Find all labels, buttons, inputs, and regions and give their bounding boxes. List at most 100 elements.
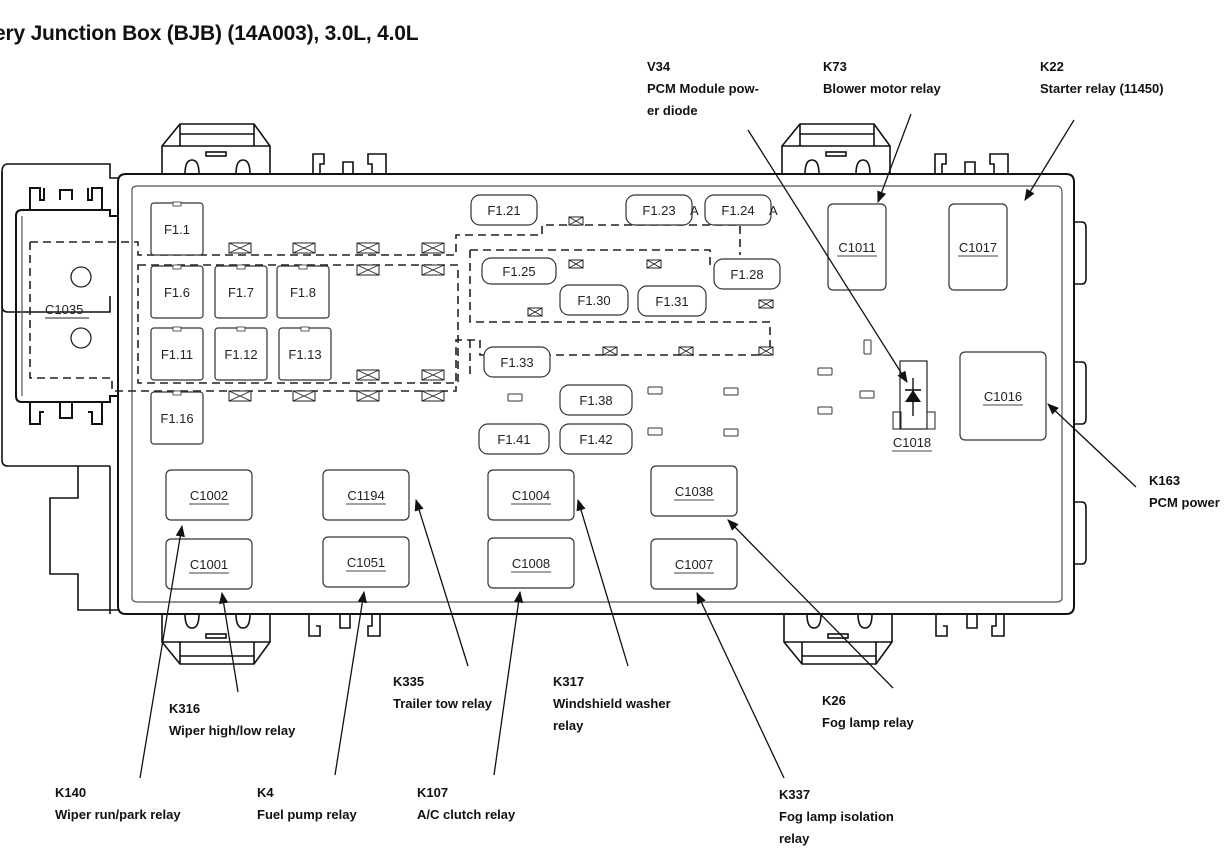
fuse-label: F1.28 [730,267,763,282]
top-clip-left [161,123,271,175]
fuse-f1-23[interactable]: F1.23 [625,194,693,226]
diagram-title: ery Junction Box (BJB) (14A003), 3.0L, 4… [0,22,419,45]
terminal-x-icon [421,264,445,276]
terminal-x-icon [228,390,252,402]
terminal-x-icon [228,242,252,254]
terminal-x-icon [568,216,584,226]
connector-c1016[interactable]: C1016 [959,351,1047,441]
connector-label: C1016 [984,389,1022,404]
right-side-tabs [1074,221,1087,565]
terminal-x-icon [356,264,380,276]
slot-icon [817,367,833,376]
connector-label: C1051 [347,555,385,570]
slot-icon [507,393,523,402]
fuse-f1-13[interactable]: F1.13 [278,326,332,381]
slot-icon [863,339,872,355]
terminal-x-marks [228,216,774,402]
connector-c1038[interactable]: C1038 [650,465,738,517]
fuse-f1-8[interactable]: F1.8 [276,264,330,319]
terminal-x-icon [568,259,584,269]
terminal-x-icon [292,242,316,254]
fuse-label: F1.31 [655,294,688,309]
fuse-label: F1.24 [721,203,754,218]
slot-icon [647,427,663,436]
connector-c1002[interactable]: C1002 [165,469,253,521]
connector-label: C1004 [512,488,550,503]
diode-icon [905,390,921,402]
connector-label: C1008 [512,556,550,571]
connector-c1011[interactable]: C1011 [827,203,887,291]
fuse-f1-7[interactable]: F1.7 [214,264,268,319]
connector-c1035-label: C1035 [45,302,83,317]
fuse-label: F1.23 [642,203,675,218]
terminal-x-icon [602,346,618,356]
fuse-f1-11[interactable]: F1.11 [150,326,204,381]
fuse-f1-42[interactable]: F1.42 [559,423,633,455]
slot-icon [859,390,875,399]
fuse-f1-41[interactable]: F1.41 [478,423,550,455]
fuse-f1-12[interactable]: F1.12 [214,326,268,381]
connector-c1194[interactable]: C1194 [322,469,410,521]
connector-c1007[interactable]: C1007 [650,538,738,590]
fuse-f1-24[interactable]: F1.24 [704,194,772,226]
fuse-f1-25[interactable]: F1.25 [481,257,557,285]
fuse-f1-16[interactable]: F1.16 [150,390,204,445]
terminal-x-icon [356,369,380,381]
fuse-label: F1.11 [161,347,193,362]
terminal-x-icon [421,369,445,381]
slot-icon [647,386,663,395]
connector-label: C1194 [347,488,384,503]
terminal-x-icon [527,307,543,317]
connector-c1035[interactable]: C1035 [45,266,92,349]
connector-c1008[interactable]: C1008 [487,537,575,589]
terminal-x-icon [678,346,694,356]
fuse-f1-21[interactable]: F1.21 [470,194,538,226]
fuse-label: F1.25 [502,264,535,279]
fuse-f1-38[interactable]: F1.38 [559,384,633,416]
bottom-tabs [308,614,1005,637]
fuse-f1-30[interactable]: F1.30 [559,284,629,316]
fuse-label: F1.1 [164,222,190,237]
fuse-label: F1.12 [224,347,257,362]
callout-leaders [139,113,1137,779]
connector-label: C1018 [893,435,931,450]
top-tabs [312,153,1009,174]
fuse-label: F1.38 [579,393,612,408]
terminal-x-icon [421,242,445,254]
diode-c1018[interactable] [892,360,936,430]
fuse-f1-28[interactable]: F1.28 [713,258,781,290]
connector-c1017[interactable]: C1017 [948,203,1008,291]
bottom-clip-right [783,613,893,665]
fuse-label: F1.6 [164,285,190,300]
fuse-f1-33[interactable]: F1.33 [483,346,551,378]
fuse-label: F1.7 [228,285,254,300]
terminal-x-icon [292,390,316,402]
amp-marker: A [769,203,778,218]
connector-c1001[interactable]: C1001 [165,538,253,590]
small-slots [507,339,875,437]
fuse-f1-31[interactable]: F1.31 [637,285,707,317]
fuse-f1-1[interactable]: F1.1 [150,201,204,256]
connector-c1051[interactable]: C1051 [322,536,410,588]
connector-c1018[interactable]: C1018 [892,435,932,452]
connector-c1004[interactable]: C1004 [487,469,575,521]
terminal-x-icon [646,259,662,269]
slot-icon [723,387,739,396]
fuse-label: F1.33 [500,355,533,370]
fuse-f1-6[interactable]: F1.6 [150,264,204,319]
connector-label: C1038 [675,484,713,499]
